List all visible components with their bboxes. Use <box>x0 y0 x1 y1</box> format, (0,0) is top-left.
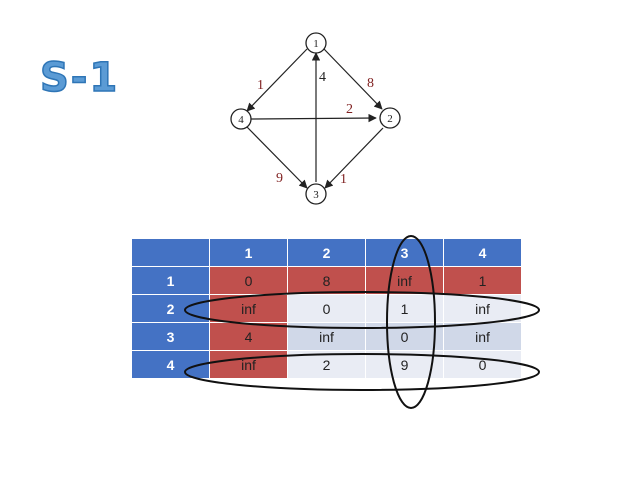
cell-1-4: 1 <box>443 266 522 295</box>
col-header-2: 2 <box>287 238 366 267</box>
cell-2-2: 0 <box>287 294 366 323</box>
edge-weight-4-3: 9 <box>276 171 283 186</box>
edge-2-3 <box>324 127 384 189</box>
cell-4-4: 0 <box>443 350 522 379</box>
node-2: 2 <box>379 107 401 129</box>
cell-2-4: inf <box>443 294 522 323</box>
edge-weight-3-1: 4 <box>319 70 326 85</box>
cell-4-3: 9 <box>365 350 444 379</box>
node-1: 1 <box>305 32 327 54</box>
node-4-label: 4 <box>238 114 244 126</box>
matrix-corner <box>131 238 210 267</box>
cell-2-3: 1 <box>365 294 444 323</box>
row-header-2: 2 <box>131 294 210 323</box>
matrix-header-row: 1 2 3 4 <box>131 238 522 267</box>
cell-2-1: inf <box>209 294 288 323</box>
cell-3-2: inf <box>287 322 366 351</box>
distance-matrix: 1 2 3 4 1 0 8 inf 1 2 inf 0 1 inf 3 4 in… <box>131 238 522 379</box>
row-header-3: 3 <box>131 322 210 351</box>
edge-weight-4-2: 2 <box>346 102 353 117</box>
node-2-label: 2 <box>387 113 393 125</box>
node-3: 3 <box>305 183 327 205</box>
cell-3-4: inf <box>443 322 522 351</box>
matrix-row-2: 2 inf 0 1 inf <box>131 294 522 323</box>
slide-title: S-1 <box>39 55 120 101</box>
cell-1-3: inf <box>365 266 444 295</box>
edge-weight-1-2: 8 <box>367 76 374 91</box>
edge-4-2 <box>250 113 377 123</box>
edge-weight-1-4: 1 <box>257 78 264 93</box>
cell-1-2: 8 <box>287 266 366 295</box>
row-header-4: 4 <box>131 350 210 379</box>
edge-4-3 <box>246 126 308 189</box>
cell-1-1: 0 <box>209 266 288 295</box>
edge-weight-2-3: 1 <box>340 172 347 187</box>
node-4: 4 <box>230 108 252 130</box>
cell-4-2: 2 <box>287 350 366 379</box>
col-header-1: 1 <box>209 238 288 267</box>
row-header-1: 1 <box>131 266 210 295</box>
node-1-label: 1 <box>313 38 319 50</box>
matrix-row-3: 3 4 inf 0 inf <box>131 322 522 351</box>
edge-1-2 <box>323 48 383 110</box>
col-header-4: 4 <box>443 238 522 267</box>
node-3-label: 3 <box>313 189 319 201</box>
matrix-row-4: 4 inf 2 9 0 <box>131 350 522 379</box>
cell-3-1: 4 <box>209 322 288 351</box>
cell-3-3: 0 <box>365 322 444 351</box>
edge-1-4 <box>246 48 308 112</box>
col-header-3: 3 <box>365 238 444 267</box>
graph-diagram: 1 8 4 2 9 1 1 4 2 3 <box>230 32 401 205</box>
cell-4-1: inf <box>209 350 288 379</box>
matrix-row-1: 1 0 8 inf 1 <box>131 266 522 295</box>
